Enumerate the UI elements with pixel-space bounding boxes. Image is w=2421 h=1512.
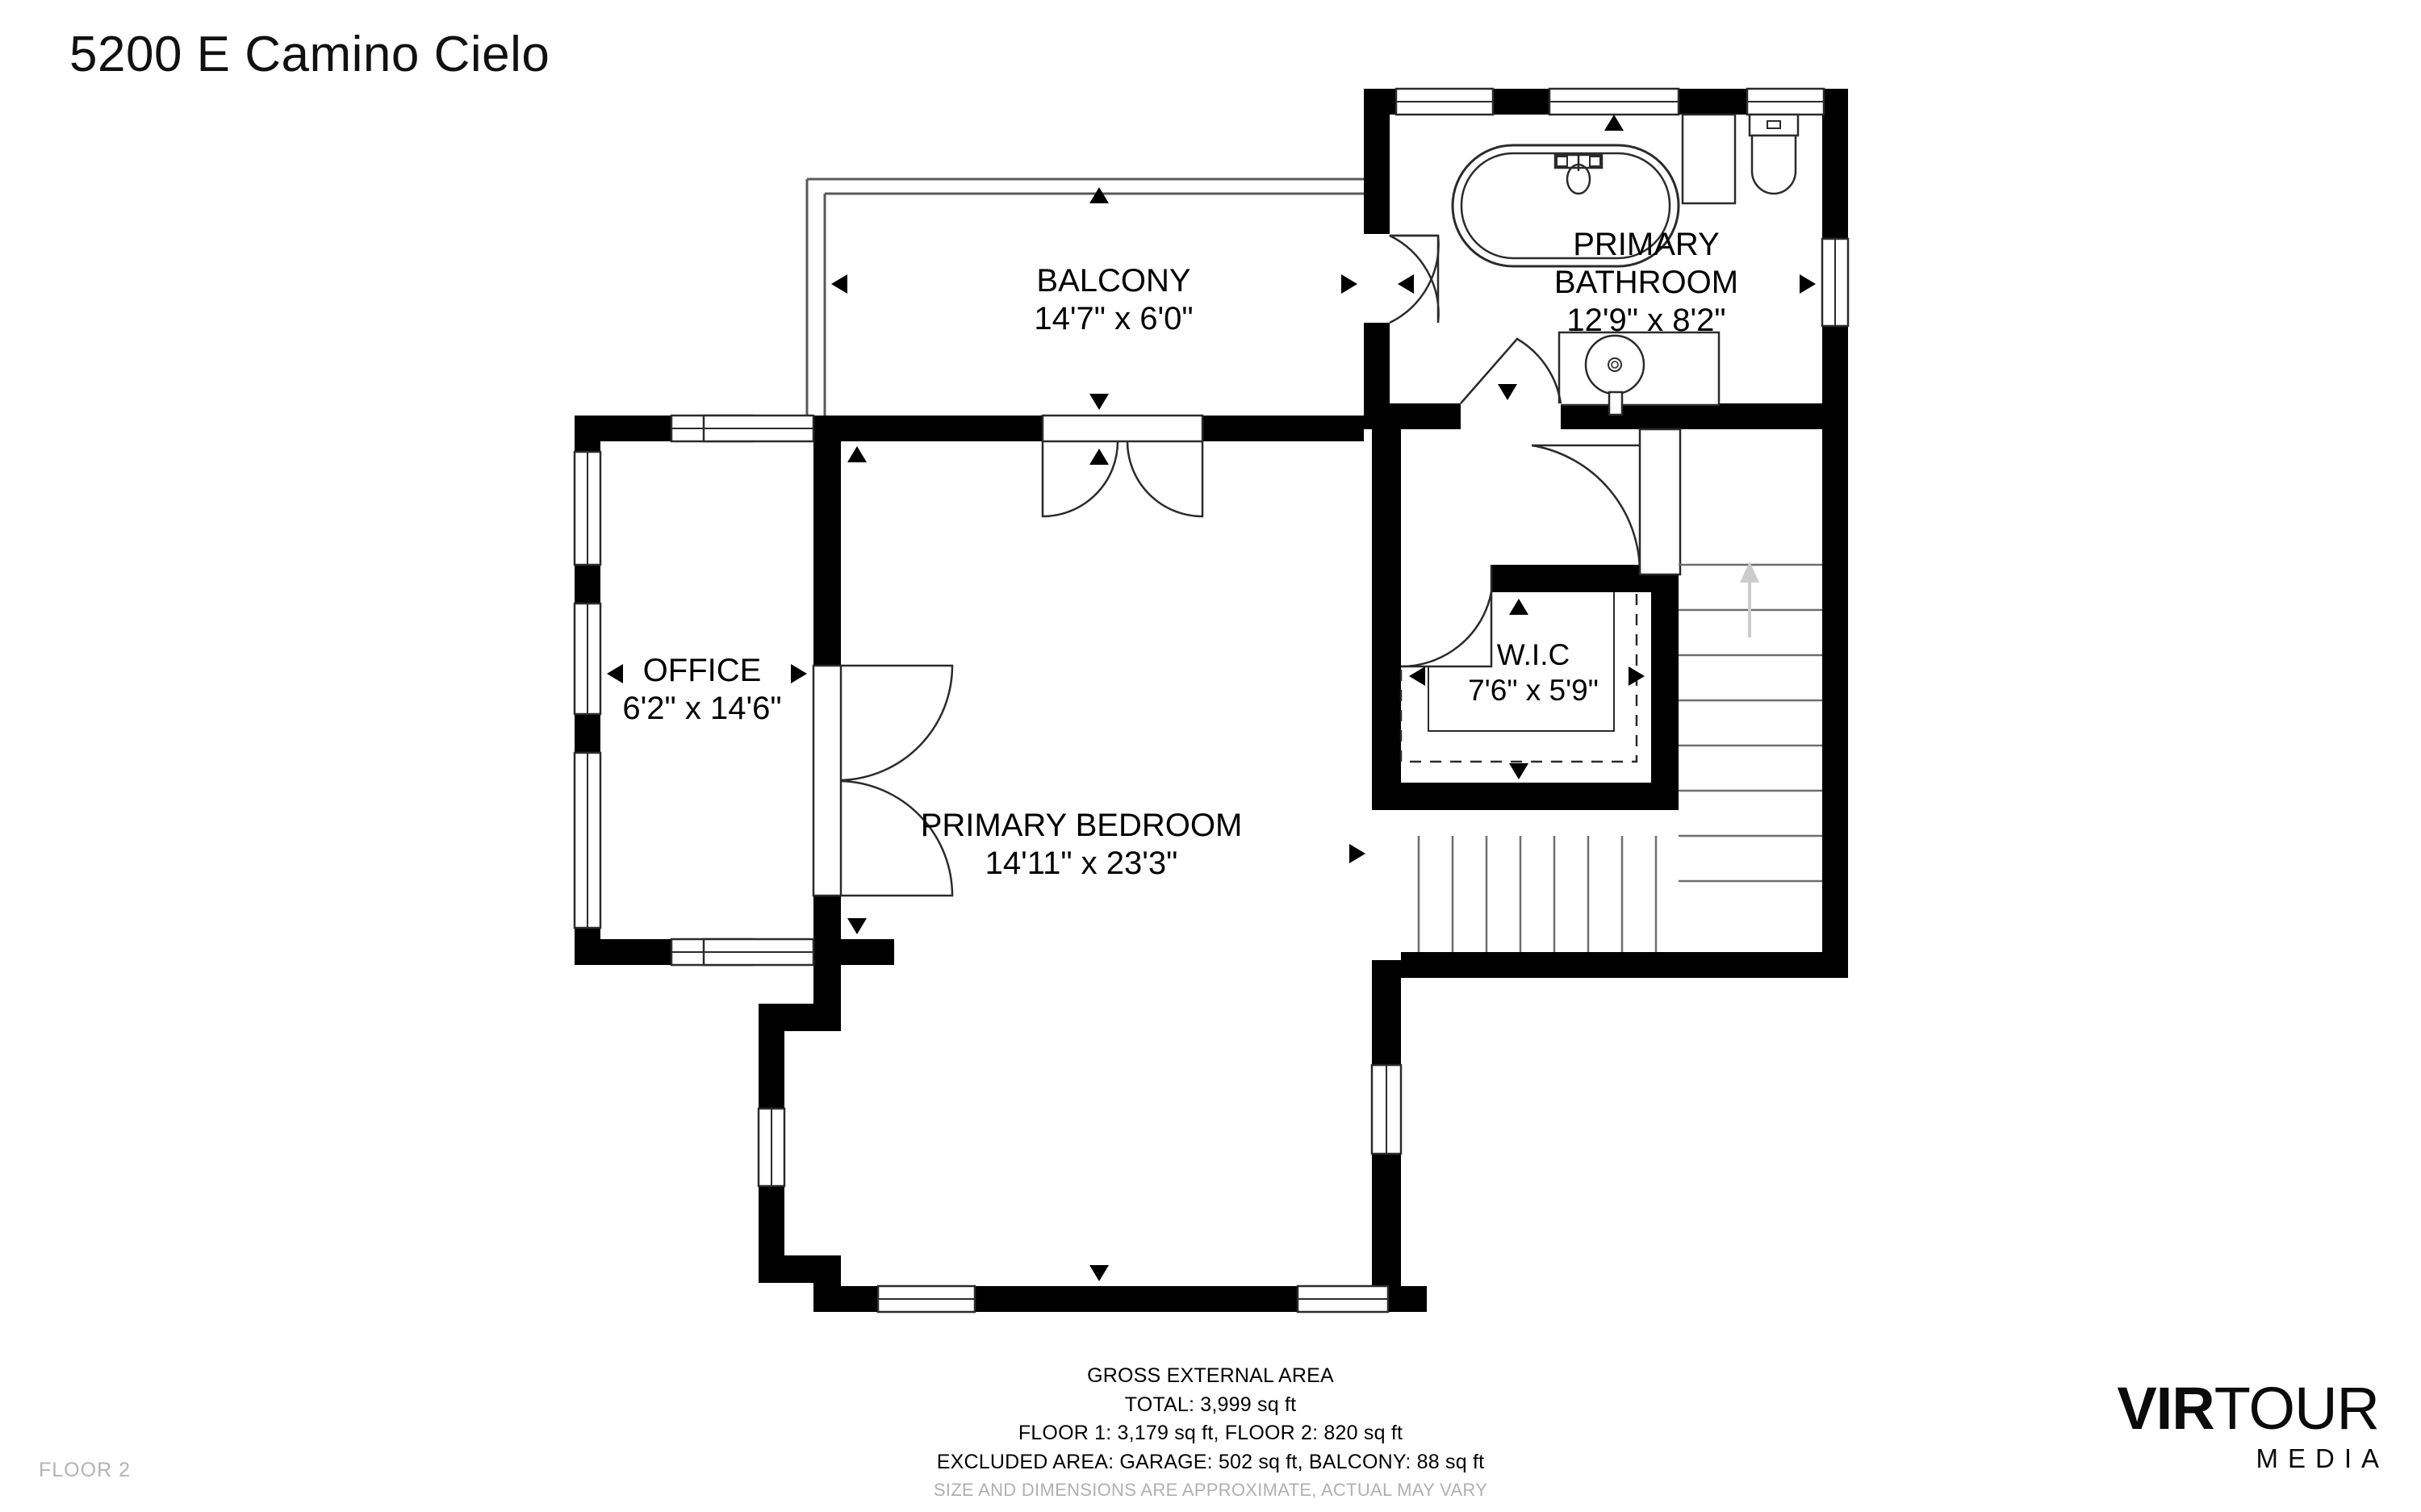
bathroom-cabinet bbox=[1681, 113, 1737, 205]
hall-door bbox=[1531, 428, 1682, 576]
area-total: TOTAL: 3,999 sq ft bbox=[1124, 1393, 1297, 1416]
room-label-primary-bedroom: PRIMARY BEDROOM 14'11" x 23'3" bbox=[880, 807, 1283, 883]
balcony-railing bbox=[805, 178, 1364, 420]
room-dims-office: 6'2" x 14'6" bbox=[622, 691, 782, 727]
area-floors: FLOOR 1: 3,179 sq ft, FLOOR 2: 820 sq ft bbox=[1018, 1422, 1403, 1444]
stair-direction-arrow bbox=[1740, 562, 1759, 637]
room-name-primary-bathroom-line2: BATHROOM bbox=[1553, 265, 1739, 301]
room-name-wic: W.I.C bbox=[1496, 638, 1570, 671]
room-label-balcony: BALCONY 14'7" x 6'0" bbox=[904, 262, 1323, 338]
room-label-office: OFFICE 6'2" x 14'6" bbox=[565, 652, 839, 728]
toilet-fixture bbox=[1748, 113, 1800, 195]
bathroom-windows bbox=[1394, 87, 1850, 328]
area-disclaimer: SIZE AND DIMENSIONS ARE APPROXIMATE, ACT… bbox=[933, 1480, 1488, 1500]
room-name-primary-bathroom-line1: PRIMARY bbox=[1573, 227, 1720, 262]
room-name-office: OFFICE bbox=[642, 653, 762, 688]
wic-shelf-inner bbox=[1428, 592, 1615, 732]
wic-door bbox=[1400, 565, 1493, 668]
room-name-primary-bedroom: PRIMARY BEDROOM bbox=[920, 808, 1243, 843]
room-name-balcony: BALCONY bbox=[1036, 263, 1191, 299]
dimension-arrows bbox=[607, 115, 1816, 1281]
bathroom-door-left bbox=[1389, 234, 1440, 324]
room-label-wic: W.I.C 7'6" x 5'9" bbox=[1420, 637, 1646, 708]
bathroom-door-bottom bbox=[1460, 337, 1562, 429]
balcony-double-door bbox=[1041, 414, 1204, 518]
logo-vir: VIR bbox=[2117, 1375, 2214, 1442]
logo-subtitle: MEDIA bbox=[2256, 1443, 2389, 1473]
room-dims-wic: 7'6" x 5'9" bbox=[1468, 673, 1599, 707]
logo-wordmark: VIRTOUR bbox=[2117, 1379, 2380, 1439]
page-title: 5200 E Camino Cielo bbox=[69, 27, 550, 82]
office-windows bbox=[573, 414, 815, 967]
floor-tag: FLOOR 2 bbox=[39, 1459, 131, 1481]
area-summary: GROSS EXTERNAL AREA TOTAL: 3,999 sq ft F… bbox=[0, 1362, 2421, 1503]
room-dims-primary-bedroom: 14'11" x 23'3" bbox=[985, 846, 1178, 882]
room-dims-balcony: 14'7" x 6'0" bbox=[1034, 301, 1194, 337]
virtour-media-logo: VIRTOUR MEDIA bbox=[2117, 1379, 2380, 1474]
vanity-counter bbox=[1558, 331, 1721, 416]
room-dims-primary-bathroom: 12'9" x 8'2" bbox=[1566, 303, 1726, 339]
bedroom-windows bbox=[757, 1063, 1403, 1314]
logo-tour: TOUR bbox=[2214, 1375, 2380, 1442]
room-label-primary-bathroom: PRIMARY BATHROOM 12'9" x 8'2" bbox=[1469, 226, 1824, 340]
area-heading: GROSS EXTERNAL AREA bbox=[1087, 1364, 1334, 1387]
area-excluded: EXCLUDED AREA: GARAGE: 502 sq ft, BALCON… bbox=[936, 1450, 1485, 1473]
staircase bbox=[1417, 563, 1822, 952]
bathtub-fixture bbox=[1451, 144, 1680, 268]
office-double-door bbox=[812, 664, 954, 897]
